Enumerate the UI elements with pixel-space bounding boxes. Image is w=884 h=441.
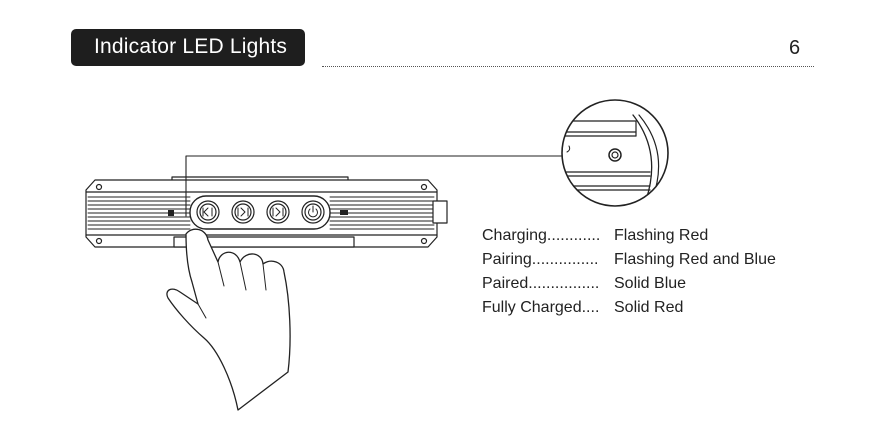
led-magnifier: [561, 99, 669, 207]
indicator-row-paired: Paired................ Solid Blue: [482, 272, 776, 296]
indicator-label: Fully Charged....: [482, 299, 600, 316]
indicator-label: Paired................: [482, 275, 600, 292]
indicator-status: Flashing Red and Blue: [614, 251, 776, 268]
indicator-row-pairing: Pairing............... Flashing Red and …: [482, 248, 776, 272]
indicator-status-list: Charging............ Flashing Red Pairin…: [482, 224, 776, 320]
play-pause-button-icon: [231, 200, 255, 224]
indicator-status: Solid Red: [614, 299, 684, 316]
hand-illustration: [166, 228, 291, 411]
indicator-label: Pairing...............: [482, 251, 599, 268]
speaker-device: [85, 176, 448, 248]
section-title: Indicator LED Lights: [94, 35, 288, 58]
section-title-tab: Indicator LED Lights: [71, 29, 305, 66]
indicator-row-fully-charged: Fully Charged.... Solid Red: [482, 296, 776, 320]
indicator-status: Solid Blue: [614, 275, 687, 292]
power-button-icon: [301, 200, 325, 224]
previous-track-button-icon: [196, 200, 220, 224]
indicator-label: Charging............: [482, 227, 601, 244]
next-track-button-icon: [266, 200, 290, 224]
indicator-status: Flashing Red: [614, 227, 709, 244]
indicator-row-charging: Charging............ Flashing Red: [482, 224, 776, 248]
page-number: 6: [789, 37, 801, 59]
callout-line: [185, 155, 564, 217]
header-divider: [322, 66, 814, 67]
